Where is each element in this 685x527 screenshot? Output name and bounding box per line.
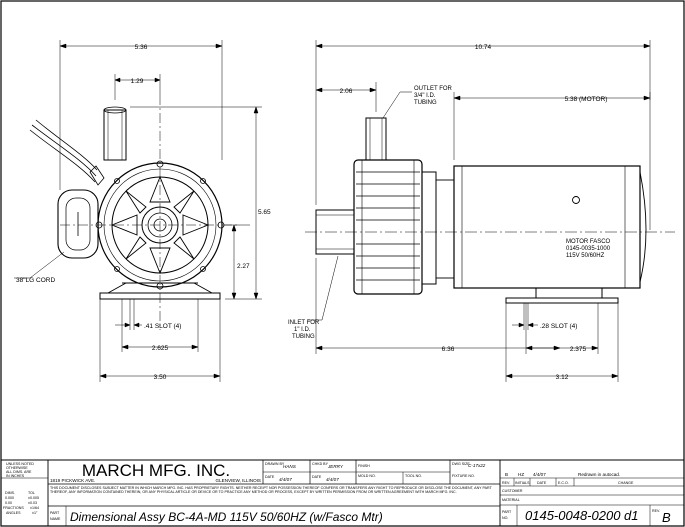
rev-value: B [662, 510, 671, 525]
company-address: 1819 PICKWICK AVE. [50, 478, 95, 483]
part-no: 0145-0048-0200 d1 [525, 508, 639, 523]
title-block [1, 459, 684, 526]
dim-slot-front: .41 SLOT (4) [144, 323, 181, 330]
svg-text:0.000: 0.000 [5, 496, 14, 500]
chkd-date-label: DATE [312, 475, 322, 479]
rev-header-date: DATE [537, 481, 547, 485]
mold-label: MOLD NO. [358, 474, 376, 478]
svg-text:±0.005: ±0.005 [28, 496, 39, 500]
dim-overall-length: 10.74 [475, 44, 492, 51]
part-no-label-1: PART [502, 510, 512, 514]
rev-header-initials: INITIALS [515, 481, 530, 485]
rev-label: REV. [652, 509, 660, 513]
tol-header-4: IN INCHES [6, 474, 25, 478]
front-view-dimensions [14, 40, 262, 382]
rev-header-rev: REV. [502, 481, 510, 485]
side-view-dimensions [308, 40, 651, 382]
svg-text:ANGLES: ANGLES [6, 511, 21, 515]
dim-base-inner-front: 2.625 [152, 345, 169, 352]
rev-row-date: 4/4/07 [533, 472, 546, 477]
svg-text:TUBING: TUBING [414, 100, 437, 106]
svg-text:OUTLET FOR: OUTLET FOR [414, 86, 453, 92]
company-name: MARCH MFG. INC. [82, 461, 230, 480]
rev-header-eco: E.C.O. [558, 481, 569, 485]
material-label: MATERIAL [502, 498, 520, 502]
svg-text:TOL: TOL [28, 491, 35, 495]
chkd-date: 4/4/07 [326, 477, 339, 482]
dim-outlet-from-face: 2.06 [340, 88, 353, 95]
drawn-date-label: DATE [265, 475, 275, 479]
svg-text:±0.03: ±0.03 [28, 501, 37, 505]
fixture-label: FIXTURE NO. [452, 474, 475, 478]
chkd-by: JERRY [327, 464, 344, 469]
svg-text:115V 50/60HZ: 115V 50/60HZ [566, 253, 605, 259]
svg-text:INLET FOR: INLET FOR [288, 320, 320, 326]
svg-text:0.00: 0.00 [5, 501, 12, 505]
svg-text:0145-0035-1000: 0145-0035-1000 [566, 246, 611, 252]
dim-height: 5.65 [258, 209, 271, 216]
tool-label: TOOL NO. [405, 474, 422, 478]
svg-text:±1°: ±1° [32, 511, 38, 515]
dim-slot-side: .28 SLOT (4) [540, 323, 577, 330]
part-name-label-1: PART [50, 511, 60, 515]
dim-motor-length: 5.38 (MOTOR) [565, 96, 608, 103]
rev-row-rev: B [505, 472, 508, 477]
dim-inlet-to-base: 6.36 [442, 346, 455, 353]
company-city: GLENVIEW, ILLINOIS [216, 478, 261, 483]
part-name: Dimensional Assy BC-4A-MD 115V 50/60HZ (… [70, 510, 383, 524]
rev-row-initials: HZ [518, 472, 524, 477]
dwg-size-label: DWG SIZE [452, 462, 470, 466]
svg-text:TUBING: TUBING [292, 334, 315, 340]
dim-base-outer-front: 3.50 [154, 374, 167, 381]
svg-text:DIMS.: DIMS. [5, 491, 15, 495]
note-cord: 38"LG CORD [16, 277, 55, 284]
drawn-date: 4/4/07 [279, 477, 292, 482]
svg-text:FRACTIONS: FRACTIONS [3, 506, 24, 510]
front-view [29, 95, 250, 330]
svg-text:3/4" I.D.: 3/4" I.D. [414, 93, 436, 99]
svg-text:±1/64: ±1/64 [30, 506, 39, 510]
tolerance-table: DIMS. TOL 0.000 ±0.005 0.00 ±0.03 FRACTI… [3, 491, 39, 515]
dim-base-outer-side: 3.12 [556, 374, 569, 381]
svg-text:MOTOR FASCO: MOTOR FASCO [566, 239, 611, 245]
dim-top-width-pump: 5.36 [135, 44, 148, 51]
part-name-label-2: NAME [50, 517, 61, 521]
customer-label: CUSTOMER [502, 489, 523, 493]
dim-shaft-height: 2.27 [237, 263, 250, 270]
rev-header-change: CHANGE [618, 481, 634, 485]
note-inlet: INLET FOR 1" I.D. TUBING [288, 320, 320, 340]
svg-text:1" I.D.: 1" I.D. [294, 327, 311, 333]
dim-base-inner-side: 2.375 [570, 346, 587, 353]
tol-header-2: OTHERWISE [6, 466, 28, 470]
disclaimer-box: THIS DOCUMENT DISCLOSES SUBJECT MATTER I… [50, 486, 492, 495]
tol-header-3: ALL DIMS. ARE [6, 470, 32, 474]
disclaimer: THIS DOCUMENT DISCLOSES SUBJECT MATTER I… [50, 486, 492, 495]
note-outlet: OUTLET FOR 3/4" I.D. TUBING [414, 86, 453, 106]
side-view [305, 117, 675, 304]
drawn-by: HANS [283, 464, 297, 469]
chkd-by-label: CHKD BY [312, 462, 329, 466]
rev-row-change: Redrawn in autocad. [578, 472, 620, 477]
dwg-size: C-17x22 [468, 463, 486, 468]
dim-outlet-offset: 1.29 [131, 78, 144, 85]
note-motor: MOTOR FASCO 0145-0035-1000 115V 50/60HZ [566, 239, 611, 259]
tol-header-1: UNLESS NOTED [6, 462, 34, 466]
finish-label: FINISH [358, 464, 370, 468]
part-no-label-2: NO. [502, 516, 508, 520]
drawn-by-label: DRAWN BY [265, 462, 285, 466]
